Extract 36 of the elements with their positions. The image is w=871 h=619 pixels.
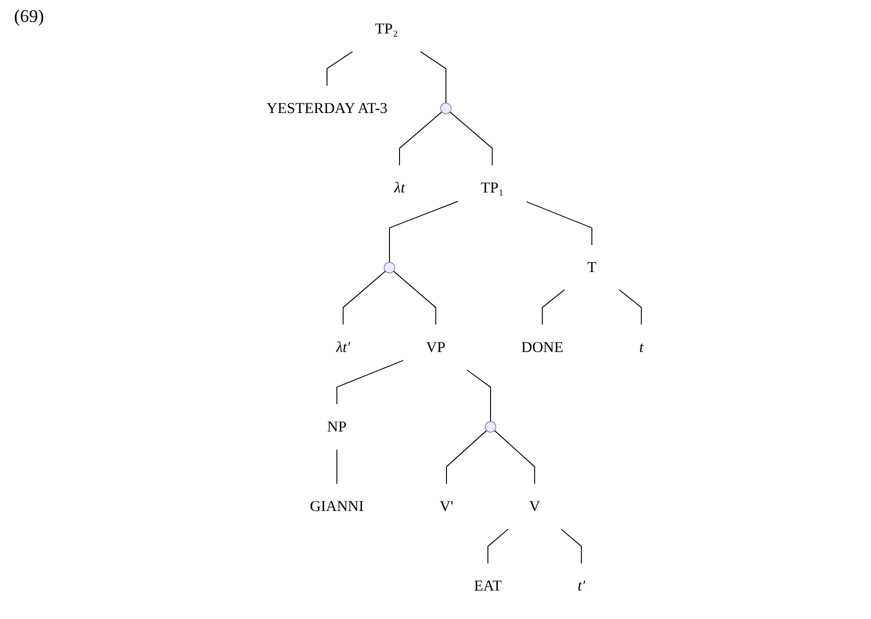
node-text: t′ xyxy=(578,578,586,595)
node-text: λt xyxy=(394,180,405,196)
node-text: NP xyxy=(327,418,347,436)
node-text: DONE xyxy=(521,338,564,356)
node-text: V xyxy=(529,498,540,515)
connector xyxy=(526,201,592,246)
connector xyxy=(336,360,404,405)
node-text: TP₂ xyxy=(374,20,398,38)
connector xyxy=(342,270,386,326)
node-text: V' xyxy=(440,498,454,515)
node-text: GIANNI xyxy=(310,498,364,515)
node-text: T xyxy=(587,259,596,276)
connector xyxy=(446,430,488,484)
connector xyxy=(326,51,353,86)
connector xyxy=(389,200,458,263)
connector xyxy=(420,51,446,104)
node-point xyxy=(384,262,396,274)
node-text: λt′ xyxy=(336,338,350,356)
node-text: EAT xyxy=(474,578,502,595)
node-point xyxy=(440,102,452,114)
connector xyxy=(336,449,338,484)
connector xyxy=(466,370,491,422)
connector xyxy=(399,111,442,166)
connector xyxy=(449,111,493,166)
example-number: (69) xyxy=(14,6,44,27)
connector xyxy=(618,289,642,326)
node-text: YESTERDAY AT-3 xyxy=(266,100,388,117)
node-point xyxy=(484,421,496,433)
connector xyxy=(494,430,536,484)
connector xyxy=(560,528,582,564)
node-text: TP₁ xyxy=(480,180,504,196)
connector xyxy=(487,528,508,564)
node-text: t xyxy=(639,338,644,356)
node-text: VP xyxy=(426,338,446,356)
connector xyxy=(393,270,436,326)
connector xyxy=(542,289,565,326)
